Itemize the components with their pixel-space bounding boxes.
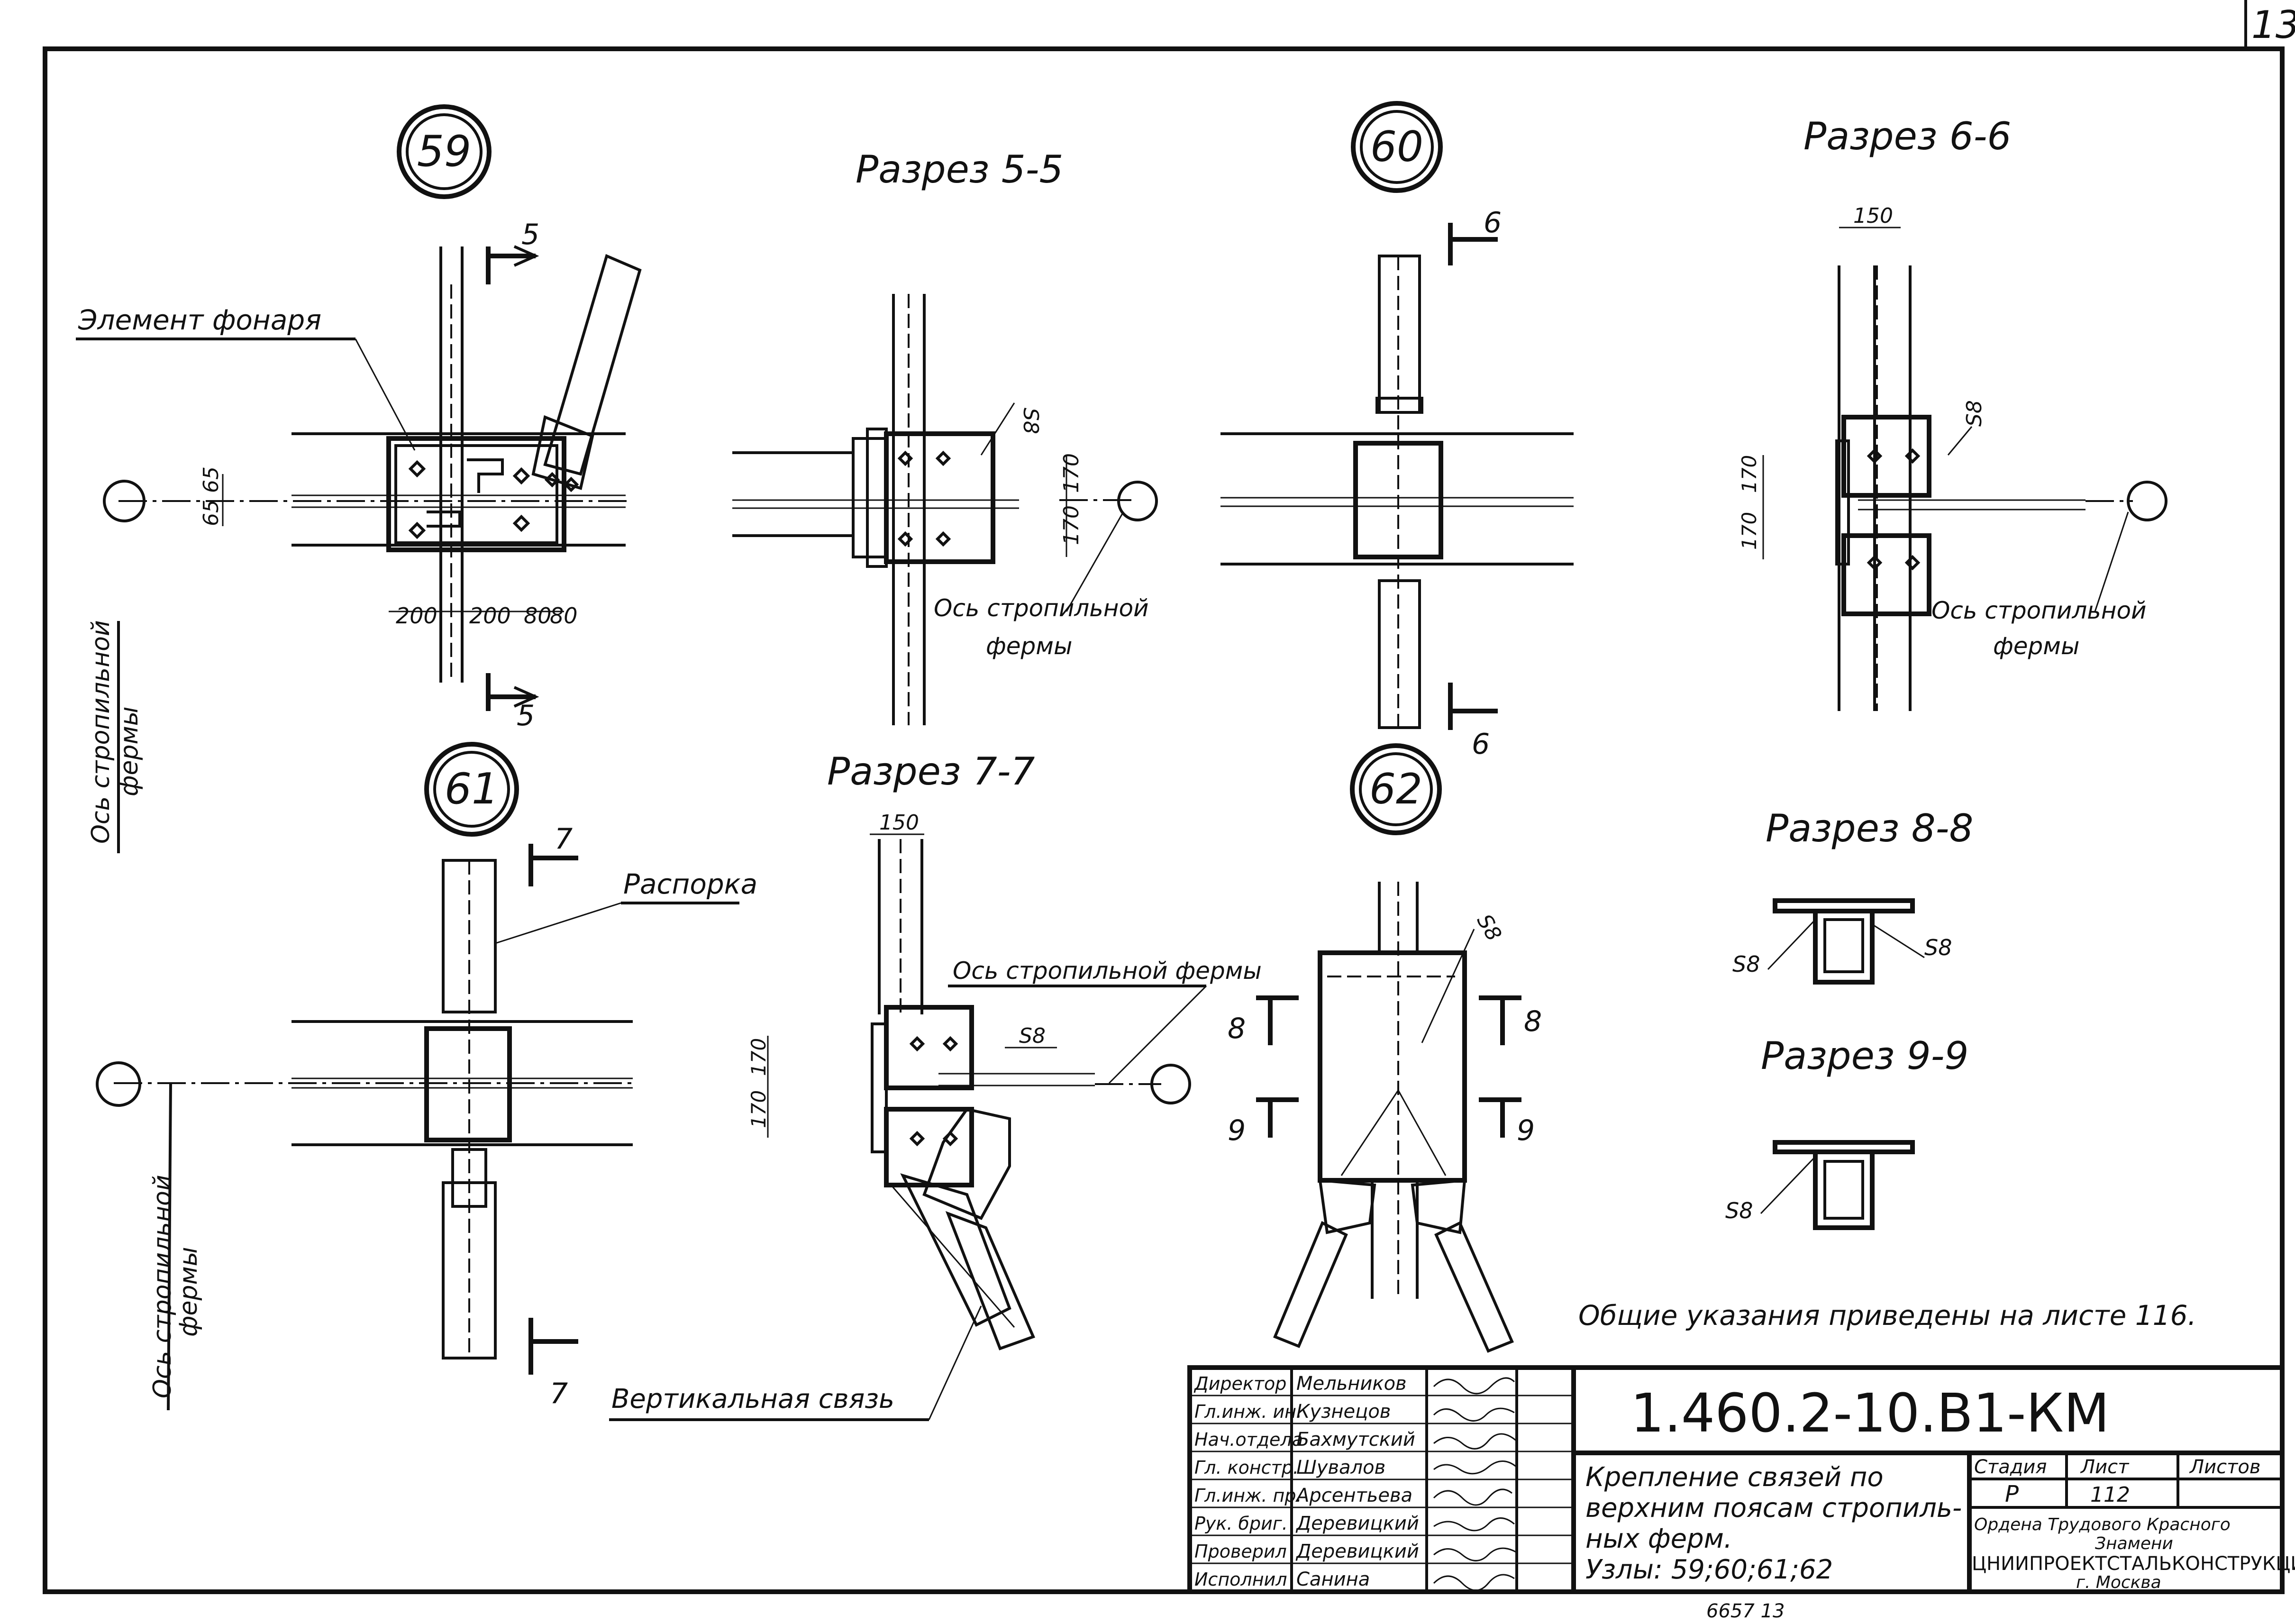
cut-7-top: 7 <box>555 822 573 856</box>
node-60-label: 60 <box>1370 122 1423 171</box>
section-7-7-title: Разрез 7-7 <box>827 749 1035 794</box>
dim-170-66-b: 170 <box>1738 512 1761 550</box>
stamp-name-7: Деревицкий <box>1295 1541 1419 1562</box>
cut-7-bottom: 7 <box>550 1377 568 1410</box>
stamp-role-1: Директор <box>1193 1373 1286 1394</box>
dim-80-a: 80 <box>524 603 552 629</box>
cut-6-bottom: 6 <box>1472 728 1490 761</box>
axis-label-61-line2: фермы <box>174 1247 203 1337</box>
org-line-1: Ордена Трудового Красного <box>1974 1515 2231 1534</box>
title-line-4: Узлы: 59;60;61;62 <box>1585 1554 1833 1585</box>
label-rasporka: Распорка <box>623 868 757 900</box>
stamp-name-5: Арсентьева <box>1295 1485 1412 1506</box>
cut-8-left: 8 <box>1228 1012 1246 1045</box>
s8-66: S8 <box>1962 400 1986 427</box>
section-6-6-title: Разрез 6-6 <box>1803 114 2011 158</box>
node-59-detail: 59 5 5 <box>76 104 642 853</box>
dim-65-b: 65 <box>199 500 223 526</box>
stamp-role-3: Нач.отдела <box>1194 1429 1303 1450</box>
org-line-3: ЦНИИПРОЕКТСТАЛЬКОНСТРУКЦИЯ <box>1972 1553 2295 1575</box>
stamp-name-1: Мельников <box>1296 1373 1407 1395</box>
node-61-label: 61 <box>445 764 499 814</box>
dim-170-77-a: 170 <box>747 1038 770 1076</box>
stamp-name-3: Бахмутский <box>1296 1429 1415 1451</box>
section-8-8-title: Разрез 8-8 <box>1766 806 1973 850</box>
axis-label-66-line2: фермы <box>1993 632 2079 660</box>
stamp-role-4: Гл. констр. <box>1194 1457 1299 1478</box>
axis-label-61-line1: Ось стропильной <box>148 1175 177 1398</box>
section-7-7: Разрез 7-7 150 Ось стропильной фермы S8 … <box>609 749 1262 1421</box>
axis-label-55-line2: фермы <box>986 632 1072 660</box>
section-6-6: Разрез 6-6 150 170 170 S8 Ось стропильно… <box>1738 114 2168 711</box>
list-label: Лист <box>2080 1456 2130 1478</box>
stamp-role-7: Проверил <box>1194 1541 1287 1562</box>
s8-88-left: S8 <box>1732 951 1760 977</box>
dim-170-66-a: 170 <box>1738 455 1761 493</box>
stamp-name-2: Кузнецов <box>1296 1401 1391 1423</box>
stamp-name-8: Санина <box>1296 1569 1370 1590</box>
cut-9-left: 9 <box>1228 1114 1246 1147</box>
dim-80-b: 80 <box>550 603 578 629</box>
org-line-2: Знамени <box>2095 1534 2173 1553</box>
node-62-label: 62 <box>1369 765 1422 813</box>
cut-5-bottom: 5 <box>517 699 535 732</box>
cut-5-top: 5 <box>521 218 539 251</box>
cut-9-right: 9 <box>1517 1114 1535 1147</box>
section-9-9: Разрез 9-9 S8 <box>1725 1034 1968 1230</box>
document-code: 1.460.2-10.В1-КМ <box>1630 1383 2110 1444</box>
stamp-role-6: Рук. бриг. <box>1194 1513 1288 1534</box>
stadiya-value: Р <box>2005 1481 2019 1507</box>
sheet-frame: 130 <box>43 0 2295 1594</box>
dim-170-55-a: 170 <box>1059 453 1084 493</box>
dim-150-66: 150 <box>1853 204 1893 228</box>
section-5-5-title: Разрез 5-5 <box>856 147 1063 192</box>
axis-label-66-line1: Ось стропильной <box>1931 597 2147 624</box>
dim-170-55-b: 170 <box>1059 505 1084 545</box>
listov-label: Листов <box>2189 1456 2260 1478</box>
bottom-marks: 6657 13 <box>1706 1600 1785 1622</box>
label-element-fonarya: Элемент фонаря <box>78 304 321 336</box>
general-note: Общие указания приведены на листе 116. <box>1578 1299 2196 1332</box>
stamp-name-4: Шувалов <box>1296 1457 1385 1478</box>
axis-label-55-line1: Ось стропильной <box>934 594 1149 622</box>
section-8-8: Разрез 8-8 S8 S8 <box>1732 806 1973 985</box>
node-59-label: 59 <box>417 127 472 176</box>
node-60-detail: 60 6 6 <box>1220 101 1574 761</box>
cut-8-right: 8 <box>1524 1005 1542 1038</box>
section-9-9-title: Разрез 9-9 <box>1761 1034 1968 1078</box>
stamp-role-2: Гл.инж. ин. <box>1194 1401 1302 1422</box>
stamp-role-5: Гл.инж. пр. <box>1194 1485 1302 1506</box>
s8-77: S8 <box>1019 1024 1046 1048</box>
s8-99: S8 <box>1725 1198 1753 1223</box>
cut-6-top: 6 <box>1484 206 1502 239</box>
stadiya-label: Стадия <box>1974 1456 2047 1478</box>
node-62-detail: 62 S8 8 8 9 9 <box>1228 743 1542 1353</box>
axis-label-77: Ось стропильной фермы <box>953 957 1262 985</box>
label-vert-svyaz: Вертикальная связь <box>611 1384 894 1414</box>
dim-200-b: 200 <box>469 603 511 629</box>
dim-150-77: 150 <box>879 811 919 835</box>
list-value: 112 <box>2090 1483 2130 1507</box>
section-5-5: Разрез 5-5 170 170 S8 Ось стропильной фе… <box>732 147 1158 725</box>
stamp-role-8: Исполнил <box>1194 1569 1287 1590</box>
s8-55: S8 <box>1019 408 1043 434</box>
signatures <box>1433 1377 1517 1591</box>
s8-62: S8 <box>1472 910 1506 945</box>
org-line-4: г. Москва <box>2076 1573 2161 1592</box>
node-61-detail: 61 7 7 Распорка Ось стропильной фермы <box>96 742 757 1411</box>
title-block: Директор Гл.инж. ин. Нач.отдела Гл. конс… <box>1187 1365 2295 1594</box>
dim-200-a: 200 <box>396 603 437 629</box>
title-line-2: верхним поясам стропиль- <box>1585 1493 1962 1524</box>
dim-170-77-b: 170 <box>747 1090 770 1128</box>
sheet-corner-number: 130 <box>2251 3 2295 47</box>
axis-label-59-line2: фермы <box>115 706 144 796</box>
title-line-3: ных ферм. <box>1585 1524 1732 1554</box>
title-line-1: Крепление связей по <box>1585 1462 1884 1493</box>
s8-88-right: S8 <box>1924 935 1952 960</box>
axis-label-59-line1: Ось стропильной <box>87 620 115 844</box>
stamp-name-6: Деревицкий <box>1295 1513 1419 1534</box>
dim-65-a: 65 <box>199 466 223 493</box>
